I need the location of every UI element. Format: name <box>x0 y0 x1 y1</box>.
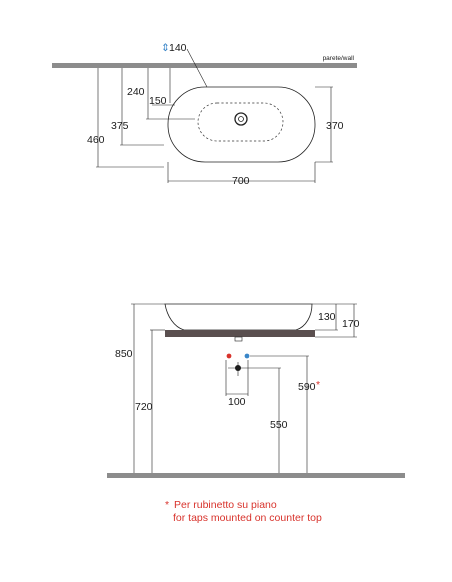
dim-850: 850 <box>115 348 133 360</box>
footnote-line-1: Per rubinetto su piano <box>174 499 277 511</box>
basin-outline-top <box>167 86 316 163</box>
basin-bowl-top <box>197 102 284 142</box>
top-view-dimension-lines <box>96 68 333 183</box>
wall-bar-top <box>52 63 357 68</box>
dim-240: 240 <box>127 86 145 98</box>
footnote: * Per rubinetto su piano for taps mounte… <box>165 499 322 524</box>
dim-375: 375 <box>111 120 129 132</box>
side-view: 130 170 850 720 100 550 590 * <box>107 303 405 478</box>
dim-590: 590 <box>298 381 316 393</box>
dim-720: 720 <box>135 401 153 413</box>
cold-valve-icon <box>244 353 250 359</box>
basin-profile-side <box>164 303 313 331</box>
height-arrow-icon: ⇕ <box>161 42 170 54</box>
dim-170: 170 <box>342 318 360 330</box>
waste-outlet-icon <box>228 362 248 376</box>
dim-150: 150 <box>149 95 167 107</box>
dim-370: 370 <box>326 120 344 132</box>
floor-bar <box>107 473 405 478</box>
drain-icon <box>234 112 248 126</box>
height-label: 140 <box>169 42 187 54</box>
dim-590-asterisk: * <box>316 379 320 391</box>
dim-550: 550 <box>270 419 288 431</box>
wall-label: parete/wall <box>323 55 355 62</box>
footnote-asterisk: * <box>165 499 169 511</box>
drain-stub <box>234 336 243 342</box>
hot-valve-icon <box>226 353 232 359</box>
side-view-dimension-lines <box>131 303 357 473</box>
dim-100: 100 <box>228 396 246 408</box>
counter-top <box>165 330 315 337</box>
top-view: parete/wall ⇕ 140 <box>52 42 357 187</box>
footnote-line-2: for taps mounted on counter top <box>173 512 322 524</box>
basin-height-callout: ⇕ 140 <box>161 42 208 88</box>
dim-700: 700 <box>232 175 250 187</box>
dim-460: 460 <box>87 134 105 146</box>
dim-130: 130 <box>318 311 336 323</box>
